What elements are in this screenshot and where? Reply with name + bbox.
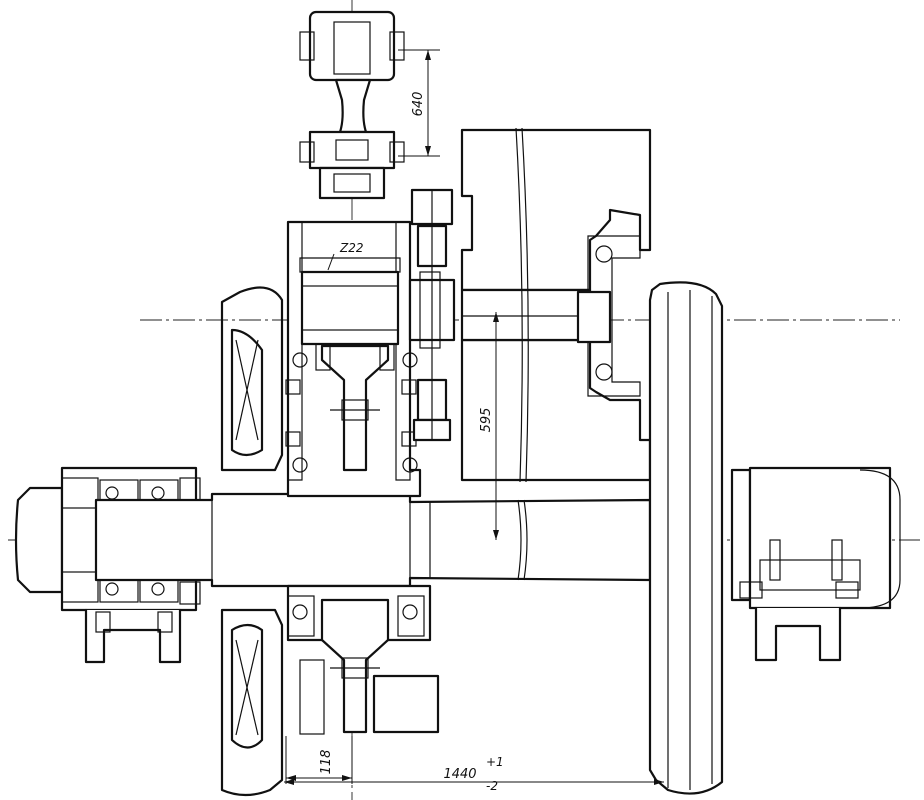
gear-case bbox=[285, 220, 456, 735]
tolerance-upper: +1 bbox=[486, 755, 504, 769]
dimension-label-595: 595 bbox=[479, 408, 494, 433]
gear-teeth-label: Z22 bbox=[339, 241, 364, 255]
dimension-label-640: 640 bbox=[411, 92, 426, 117]
axle bbox=[94, 492, 652, 588]
traction-motor bbox=[460, 127, 652, 483]
dimension-label-1440: 1440 bbox=[443, 767, 476, 782]
flexible-coupling bbox=[410, 188, 454, 442]
tolerance-lower: -2 bbox=[486, 779, 498, 793]
dimension-640: 640 bbox=[398, 49, 440, 157]
left-wheel bbox=[220, 286, 284, 797]
dimension-118: 118 bbox=[285, 736, 353, 784]
dimension-595: 595 bbox=[479, 312, 499, 540]
suspension-link bbox=[299, 10, 405, 200]
dimension-1440: 1440 +1 -2 bbox=[284, 755, 664, 793]
dimension-label-118: 118 bbox=[319, 750, 334, 775]
right-axle-box bbox=[730, 466, 901, 662]
right-wheel bbox=[648, 281, 724, 795]
